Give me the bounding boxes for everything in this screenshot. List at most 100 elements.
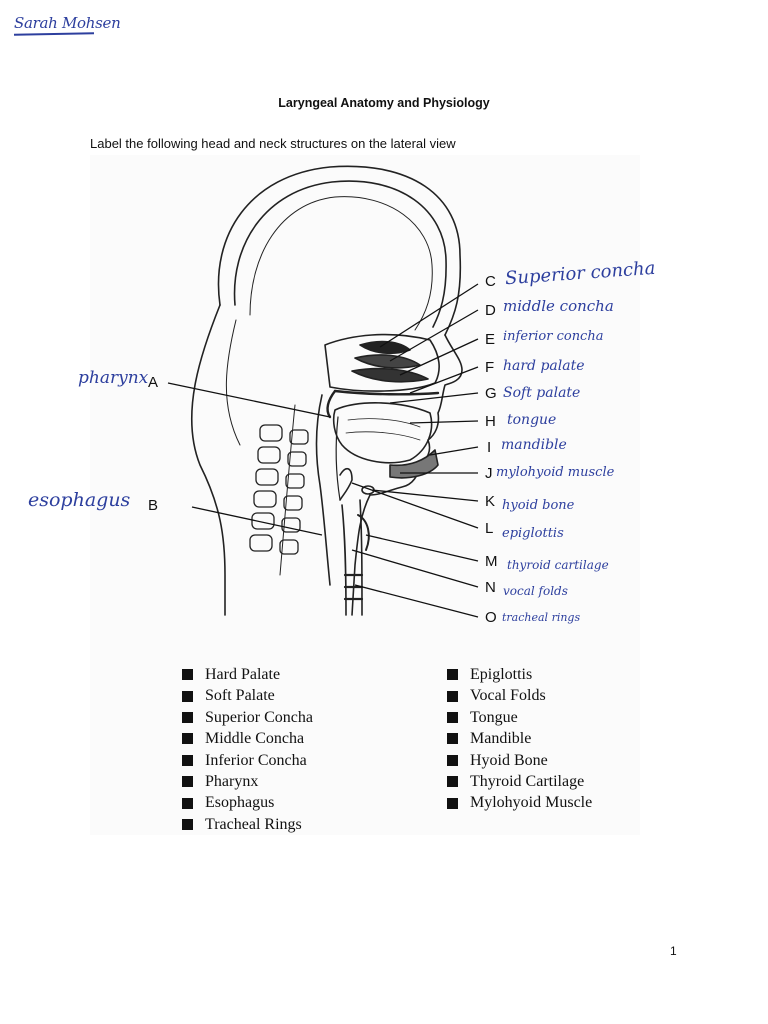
label-letter-o: O <box>485 609 497 626</box>
bullet-square-icon <box>182 818 193 830</box>
word-bank-item: Tracheal Rings <box>182 814 313 835</box>
bullet-square-icon <box>182 690 193 702</box>
cervical-vertebrae <box>249 424 309 555</box>
bullet-square-icon <box>182 711 193 723</box>
head-neck-diagram <box>167 165 479 618</box>
answer-a: pharynx <box>78 368 149 388</box>
word-bank-label: Esophagus <box>205 794 275 812</box>
answer-d: middle concha <box>503 297 614 315</box>
word-bank-item: Hyoid Bone <box>447 750 592 771</box>
answer-k: hyoid bone <box>502 498 575 513</box>
instruction-text: Label the following head and neck struct… <box>90 136 456 151</box>
word-bank-label: Tongue <box>470 708 518 726</box>
label-letter-k: K <box>485 493 496 510</box>
word-bank-label: Superior Concha <box>205 708 313 726</box>
anatomy-figure: A B C D E F G H I J K L M N O pharynx es… <box>28 155 656 835</box>
bullet-square-icon <box>447 797 458 809</box>
word-bank-item: Thyroid Cartilage <box>447 771 592 792</box>
word-bank-label: Pharynx <box>205 772 259 790</box>
bullet-square-icon <box>447 690 458 702</box>
tongue-shape <box>332 402 433 464</box>
word-bank-label: Middle Concha <box>205 730 305 748</box>
answer-m: thyroid cartilage <box>507 558 609 572</box>
label-letter-d: D <box>485 302 496 319</box>
answer-g: Soft palate <box>503 385 581 401</box>
word-bank-item: Soft Palate <box>182 685 313 706</box>
label-letter-g: G <box>485 385 497 402</box>
label-letter-h: H <box>485 413 496 430</box>
label-letter-m: M <box>485 553 498 570</box>
bullet-square-icon <box>182 754 193 766</box>
skull-inner <box>233 180 447 328</box>
throat-front <box>351 494 371 616</box>
word-bank-label: Tracheal Rings <box>205 815 302 833</box>
signature-underline <box>13 32 95 36</box>
spinal-cord <box>279 404 296 576</box>
word-bank-left: Hard Palate Soft Palate Superior Concha … <box>182 664 313 835</box>
epiglottis-shape <box>339 467 353 501</box>
label-letter-c: C <box>485 273 496 290</box>
label-letter-f: F <box>485 359 495 376</box>
answer-n: vocal folds <box>503 584 568 598</box>
word-bank-item: Epiglottis <box>447 664 592 685</box>
label-letter-j: J <box>485 465 493 482</box>
label-letter-b: B <box>148 497 159 514</box>
word-bank-item: Esophagus <box>182 792 313 813</box>
word-bank-item: Mylohyoid Muscle <box>447 792 592 813</box>
word-bank-label: Thyroid Cartilage <box>470 772 585 790</box>
bullet-square-icon <box>182 669 193 681</box>
word-bank-item: Vocal Folds <box>447 685 592 706</box>
word-bank-label: Mandible <box>470 730 532 748</box>
word-bank-item: Mandible <box>447 728 592 749</box>
nasal-cavity <box>324 333 440 392</box>
face-profile <box>369 334 463 496</box>
answer-i: mandible <box>501 437 567 453</box>
bullet-square-icon <box>447 669 458 681</box>
word-bank-item: Middle Concha <box>182 728 313 749</box>
word-bank-item: Tongue <box>447 707 592 728</box>
answer-h: tongue <box>507 412 557 428</box>
answer-o: tracheal rings <box>502 611 581 624</box>
label-letter-a: A <box>148 374 159 391</box>
author-signature: Sarah Mohsen <box>14 14 121 32</box>
word-bank-item: Hard Palate <box>182 664 313 685</box>
soft-palate-shape <box>326 389 337 419</box>
answer-b: esophagus <box>28 489 131 511</box>
pharynx-tube <box>315 394 331 586</box>
bullet-square-icon <box>182 776 193 788</box>
label-letter-n: N <box>485 579 496 596</box>
label-letter-i: I <box>487 439 492 456</box>
answer-f: hard palate <box>503 358 585 374</box>
bullet-square-icon <box>447 711 458 723</box>
word-bank-right: Epiglottis Vocal Folds Tongue Mandible H… <box>447 664 592 814</box>
thyroid-cartilage-shape <box>357 514 370 551</box>
bullet-square-icon <box>447 733 458 745</box>
page-number: 1 <box>670 944 677 958</box>
word-bank-label: Hard Palate <box>205 666 281 683</box>
inferior-concha-shape <box>351 367 429 383</box>
answer-l: epiglottis <box>502 526 564 541</box>
hard-palate-shape <box>333 389 440 396</box>
word-bank-label: Mylohyoid Muscle <box>470 794 593 812</box>
bullet-square-icon <box>447 776 458 788</box>
label-letter-l: L <box>485 520 494 537</box>
leader-lines <box>167 283 479 618</box>
neck-back <box>190 304 226 616</box>
document-title: Laryngeal Anatomy and Physiology <box>278 96 490 110</box>
bullet-square-icon <box>182 733 193 745</box>
word-bank-label: Vocal Folds <box>470 687 546 705</box>
word-bank-item: Superior Concha <box>182 707 313 728</box>
word-bank-item: Pharynx <box>182 771 313 792</box>
answer-e: inferior concha <box>503 329 604 344</box>
tracheal-rings <box>343 573 364 601</box>
word-bank-label: Epiglottis <box>470 666 533 683</box>
word-bank-label: Hyoid Bone <box>470 751 548 769</box>
bullet-square-icon <box>182 797 193 809</box>
skull-outline <box>217 165 462 336</box>
word-bank-label: Inferior Concha <box>205 751 307 769</box>
mandible-shape <box>389 449 439 479</box>
word-bank-label: Soft Palate <box>205 687 275 705</box>
bullet-square-icon <box>447 754 458 766</box>
middle-concha-shape <box>354 354 421 369</box>
answer-j: mylohyoid muscle <box>496 465 615 480</box>
